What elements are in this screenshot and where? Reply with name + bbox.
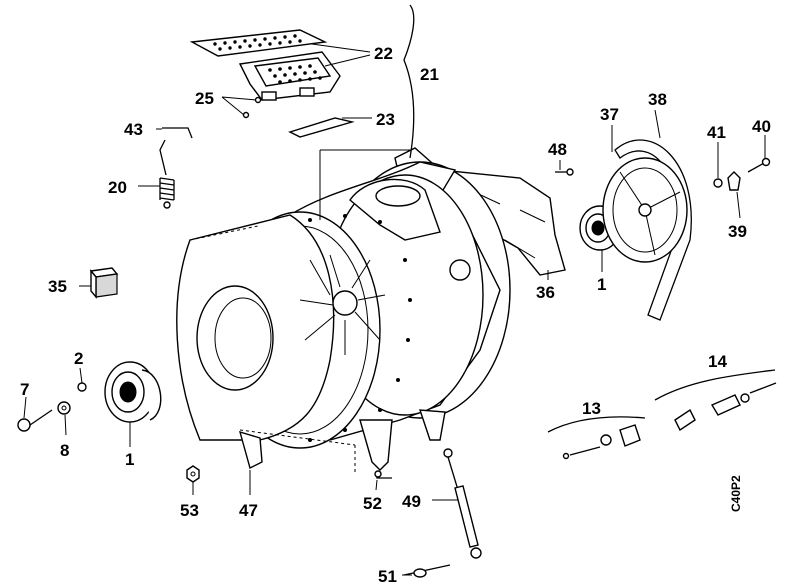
label-23: 23 — [376, 110, 395, 129]
figure-code: C40P2 — [729, 475, 743, 512]
part-2-nut — [77, 382, 87, 392]
label-14: 14 — [708, 352, 727, 371]
label-20: 20 — [108, 178, 127, 197]
label-8: 8 — [60, 441, 69, 460]
label-47: 47 — [239, 501, 258, 520]
leader-lines — [23, 4, 776, 576]
label-52: 52 — [363, 494, 382, 513]
label-7: 7 — [20, 380, 29, 399]
part-25-screws — [242, 96, 262, 119]
label-41: 41 — [707, 123, 726, 142]
label-1-left: 1 — [125, 450, 134, 469]
label-40: 40 — [752, 117, 771, 136]
part-14-spacer-set — [674, 382, 777, 432]
part-51-pin — [403, 564, 451, 578]
label-43: 43 — [124, 120, 143, 139]
part-7-bolt — [17, 409, 53, 432]
part-1-bearing-flange-left — [104, 361, 162, 423]
part-53-nut — [186, 465, 200, 483]
part-35-block — [89, 267, 119, 299]
part-20-spring — [159, 139, 175, 209]
part-22-filter-panels — [189, 29, 341, 101]
callout-labels: 22 21 25 23 43 20 48 37 38 41 40 39 35 3… — [20, 44, 771, 586]
label-38: 38 — [648, 90, 667, 109]
label-35: 35 — [48, 277, 67, 296]
part-23-strip — [288, 117, 355, 138]
part-37-pulley — [602, 157, 688, 263]
label-2: 2 — [74, 349, 83, 368]
label-37: 37 — [600, 105, 619, 124]
label-48: 48 — [548, 140, 567, 159]
label-36: 36 — [536, 283, 555, 302]
part-43-hook — [162, 127, 193, 139]
label-25: 25 — [195, 89, 214, 108]
part-52-bolt — [374, 470, 392, 479]
part-48-screw — [555, 168, 574, 176]
label-13: 13 — [582, 399, 601, 418]
label-1-right: 1 — [597, 275, 606, 294]
part-8-washer — [57, 401, 71, 415]
part-41-washer — [713, 178, 723, 188]
part-39-nut — [727, 171, 741, 191]
label-21: 21 — [420, 65, 439, 84]
label-49: 49 — [402, 492, 421, 511]
label-53: 53 — [180, 501, 199, 520]
label-22: 22 — [374, 44, 393, 63]
part-49-shock-absorber — [443, 448, 482, 559]
part-40-bolt — [747, 157, 771, 173]
label-39: 39 — [728, 222, 747, 241]
label-51: 51 — [378, 567, 397, 586]
part-13-spacer-set — [562, 424, 641, 460]
part-38-belt — [614, 139, 692, 321]
washer-tub-assembly — [176, 147, 566, 475]
